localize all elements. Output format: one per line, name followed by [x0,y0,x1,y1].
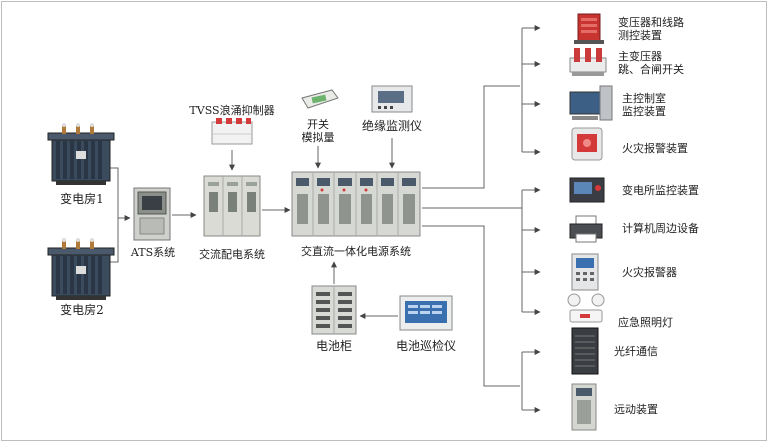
battery-cabinet-label: 电池柜 [315,339,353,353]
ac-distribution-image [203,175,261,237]
load-measurement-label-2: 测控装置 [618,29,662,42]
load-emergency-light-label: 应急照明灯 [618,316,673,329]
transformer1-image [47,123,115,185]
transformer1-label: 变电房1 [60,192,104,206]
load-main-transformer-label-2: 跳、合闸开关 [618,63,684,76]
load-main-transformer-label-1: 主变压器 [618,50,662,63]
insulation-monitor-image [371,85,413,113]
load-control-room-label-1: 主控制室 [622,92,666,105]
transformer2-label: 变电房2 [60,303,104,317]
insulation-monitor-label: 绝缘监测仪 [361,119,423,133]
bus-group3 [422,225,520,387]
battery-inspector-image [399,295,453,331]
wire-transformer1-ats [108,167,131,221]
ats-cabinet-image [133,187,171,241]
printer-image [569,215,603,243]
load-computer-peripheral-label: 计算机周边设备 [622,222,699,235]
ats-label: ATS系统 [130,246,176,259]
battery-cabinet-image [311,285,357,335]
fiber-cabinet-image [571,327,599,375]
substation-monitor-image [569,177,605,203]
transformer2-image [47,238,115,300]
analog-label: 模拟量 [301,131,335,144]
tvss-image [211,118,253,145]
fire-alarm-device-image [571,127,603,161]
telecontrol-cabinet-image [571,383,597,431]
integrated-power-label: 交直流一体化电源系统 [301,245,411,258]
load-telecontrol-label: 远动装置 [614,403,658,416]
bus-group2 [422,190,523,209]
load-measurement-label-1: 变压器和线路 [618,16,684,29]
load-control-room-label-2: 监控装置 [622,105,666,118]
measurement-device-image [574,13,604,44]
bus-group1 [422,85,520,189]
switch-analog-module-image [301,89,339,109]
main-transformer-switch-image [569,48,607,76]
wire-transformer2-ats [108,218,119,263]
control-room-monitor-image [569,85,613,121]
tvss-label: TVSS浪涌抑制器 [189,104,275,117]
switch-label: 开关 [307,118,329,131]
integrated-power-cabinets-image [291,171,421,237]
fire-alarm-image [571,253,599,291]
battery-inspector-label: 电池巡检仪 [395,339,457,353]
load-fire-alarm-device-label: 火灾报警装置 [622,142,688,155]
ac-distribution-label: 交流配电系统 [199,248,265,261]
load-substation-monitor-label: 变电所监控装置 [622,184,699,197]
load-fire-alarm-label: 火灾报警器 [622,266,677,279]
load-fiber-label: 光纤通信 [614,345,658,358]
emergency-light-image [567,293,605,323]
